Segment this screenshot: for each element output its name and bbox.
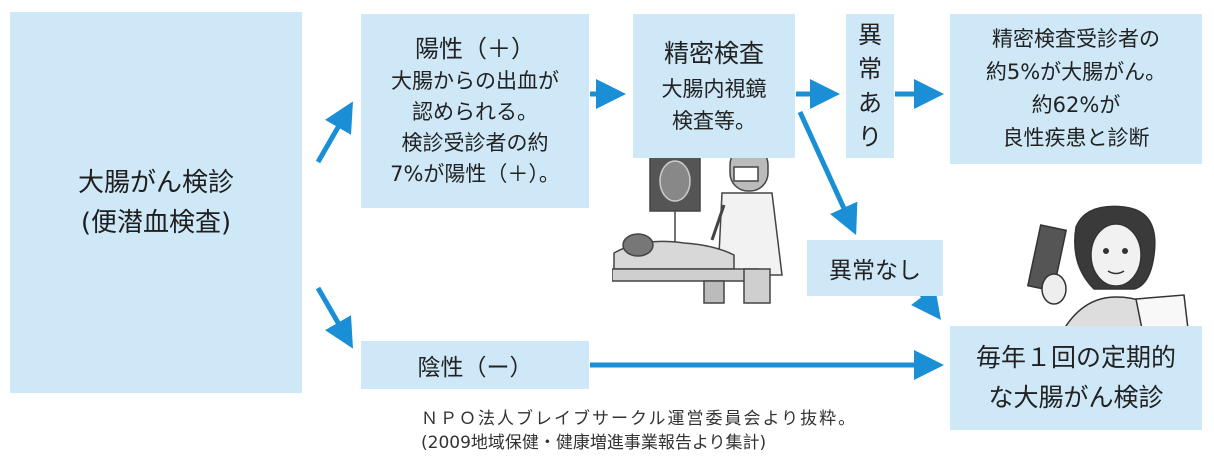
arrow-exam-to-normal [797, 110, 858, 236]
annual-screening-box: 毎年１回の定期的 な大腸がん検診 [950, 326, 1202, 430]
abnormal-char: り [858, 123, 882, 151]
positive-title: 陽性（＋） [415, 35, 535, 63]
positive-line: 大腸からの出血が [391, 69, 559, 93]
arrow-start-to-negative [315, 286, 353, 349]
negative-box: 陰性（ー） [361, 341, 589, 389]
abnormal-char: あ [858, 89, 882, 117]
arrow-start-to-positive [315, 101, 353, 164]
diagnosis-result-box: 精密検査受診者の 約5%が大腸がん。 約62%が 良性疾患と診断 [950, 14, 1202, 164]
positive-line: 検診受診者の約 [401, 131, 549, 155]
exam-line: 検査等。 [672, 109, 756, 133]
result-line: 精密検査受診者の [992, 27, 1160, 51]
no-abnormality-box: 異常なし [807, 240, 943, 296]
source-line: (2009地域保健・健康増進事業報告より集計) [421, 433, 767, 453]
annual-line: な大腸がん検診 [988, 383, 1164, 412]
negative-label: 陰性（ー） [417, 355, 533, 381]
result-line: 良性疾患と診断 [1002, 126, 1150, 150]
endoscopy-exam-illustration [612, 146, 783, 304]
result-line: 約62%が [1031, 93, 1121, 117]
exam-line: 大腸内視鏡 [661, 77, 767, 101]
start-line: (便潜血検査) [80, 207, 232, 238]
detailed-exam-box: 精密検査 大腸内視鏡 検査等。 [633, 14, 795, 158]
exam-title: 精密検査 [663, 39, 764, 68]
annual-line: 毎年１回の定期的 [975, 343, 1176, 372]
positive-box: 陽性（＋） 大腸からの出血が 認められる。 検診受診者の約 7%が陽性（＋）。 [361, 14, 589, 208]
woman-reading-illustration [1026, 205, 1189, 330]
result-line: 約5%が大腸がん。 [985, 60, 1167, 84]
abnormal-char: 常 [858, 55, 882, 83]
positive-line: 認められる。 [412, 100, 538, 124]
abnormal-char: 異 [858, 21, 882, 49]
source-note: ＮＰＯ法人ブレイブサークル運営委員会より抜粋。 (2009地域保健・健康増進事業… [421, 407, 857, 455]
positive-line: 7%が陽性（＋）。 [390, 162, 560, 186]
source-line: ＮＰＯ法人ブレイブサークル運営委員会より抜粋。 [421, 409, 858, 429]
abnormal-box: 異 常 あ り [846, 14, 894, 158]
start-box-screening: 大腸がん検診 (便潜血検査) [10, 12, 302, 393]
start-line: 大腸がん検診 [77, 167, 234, 198]
normal-label: 異常なし [829, 258, 921, 284]
